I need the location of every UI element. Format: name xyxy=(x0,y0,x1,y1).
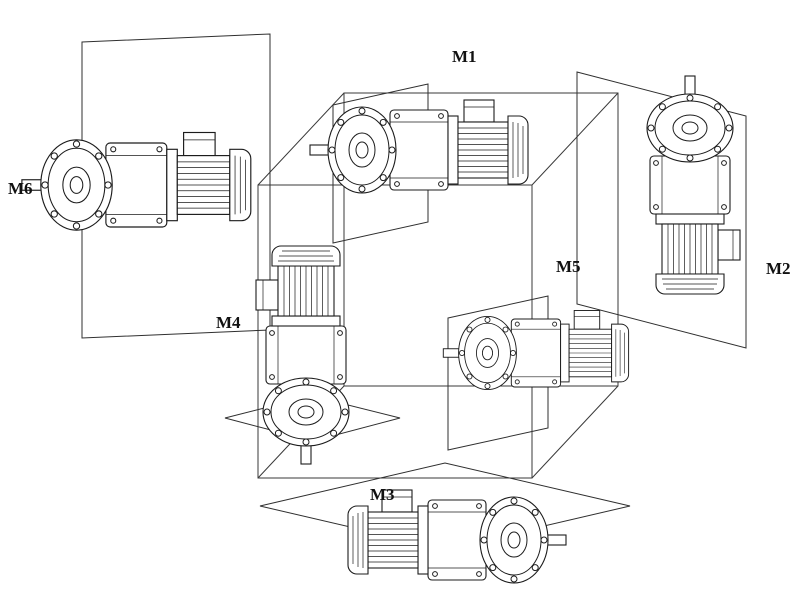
label-m6: M6 xyxy=(8,179,33,198)
gearmotor-m5 xyxy=(442,310,630,391)
label-m1: M1 xyxy=(452,47,477,66)
label-m2: M2 xyxy=(766,259,791,278)
mounting-plane-m1 xyxy=(332,83,429,244)
mounting-plane-m5 xyxy=(447,295,549,451)
position-labels: M1 M2 M3 M4 M5 M6 xyxy=(8,47,791,504)
box-depth-edges xyxy=(257,92,619,479)
label-m3: M3 xyxy=(370,485,395,504)
gearmotor-m1 xyxy=(309,99,529,194)
label-m5: M5 xyxy=(556,257,581,276)
gearmotor-m6 xyxy=(21,131,252,231)
label-m4: M4 xyxy=(216,313,241,332)
gearmotor-m2 xyxy=(646,75,741,295)
